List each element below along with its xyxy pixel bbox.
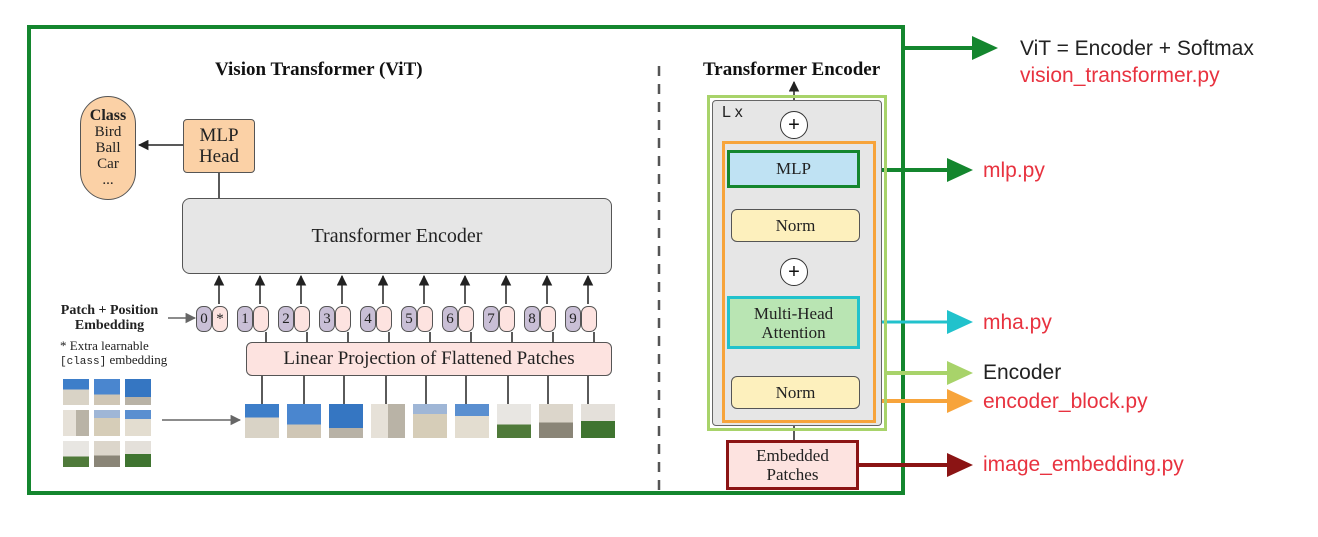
token-patch <box>499 306 515 332</box>
token-class-marker: * <box>212 306 228 332</box>
patch-position-line2: Embedding <box>74 318 145 333</box>
class-item: Ball <box>95 140 121 156</box>
patch-tile <box>329 404 363 438</box>
token-patch <box>581 306 597 332</box>
patch-tile <box>413 404 447 438</box>
token-patch <box>458 306 474 332</box>
patch-tile <box>455 404 489 438</box>
extra-note-class: [class] <box>60 356 107 368</box>
token-position: 4 <box>360 306 376 332</box>
vit-file-label: vision_transformer.py <box>1020 64 1220 87</box>
patch-tile <box>287 404 321 438</box>
token-patch <box>417 306 433 332</box>
embedded-patches-line1: Embedded <box>756 446 829 465</box>
repeat-label: L x <box>722 104 743 121</box>
image-tile <box>94 441 120 467</box>
encoder-block-file-label: encoder_block.py <box>983 390 1148 413</box>
residual-add-top: + <box>780 111 808 139</box>
projection-lines <box>265 332 595 342</box>
image-tile <box>63 410 89 436</box>
vit-frame <box>27 25 905 495</box>
mlp-box: MLP <box>727 150 860 188</box>
token-patch <box>335 306 351 332</box>
token-patch <box>253 306 269 332</box>
embedding-file-label: image_embedding.py <box>983 453 1184 476</box>
patch-tile <box>497 404 531 438</box>
token-position: 7 <box>483 306 499 332</box>
class-item: ... <box>102 172 114 188</box>
token-position: 8 <box>524 306 540 332</box>
flattened-patches-row <box>245 404 615 438</box>
token-position: 2 <box>278 306 294 332</box>
class-title: Class <box>89 107 127 124</box>
extra-note-line1: * Extra learnable <box>60 338 149 353</box>
mha-line1: Multi-Head <box>753 303 834 323</box>
patch-tile <box>245 404 279 438</box>
vit-formula-label: ViT = Encoder + Softmax <box>1020 37 1254 60</box>
mlp-head-line1: MLP <box>199 125 239 146</box>
patch-position-line1: Patch + Position <box>60 303 159 318</box>
image-tile <box>63 441 89 467</box>
residual-add-bottom: + <box>780 258 808 286</box>
embedded-patches-line2: Patches <box>766 465 819 484</box>
image-tile <box>63 379 89 405</box>
extra-note-embedding: embedding <box>106 352 168 367</box>
image-tile <box>94 379 120 405</box>
extra-learnable-note: * Extra learnable [class] embedding <box>60 339 167 369</box>
patch-tile <box>371 404 405 438</box>
token-position: 1 <box>237 306 253 332</box>
token-position-0: 0 <box>196 306 212 332</box>
transformer-encoder-box: Transformer Encoder <box>182 198 612 274</box>
class-item: Bird <box>94 124 122 140</box>
source-image-grid <box>63 379 151 467</box>
image-tile <box>125 379 151 405</box>
token-arrows <box>213 274 594 304</box>
token-position: 6 <box>442 306 458 332</box>
norm-bottom-box: Norm <box>731 376 860 409</box>
image-tile <box>125 441 151 467</box>
token-position: 5 <box>401 306 417 332</box>
token-position: 9 <box>565 306 581 332</box>
image-tile <box>125 410 151 436</box>
patch-tile <box>539 404 573 438</box>
mlp-head-box: MLP Head <box>183 119 255 173</box>
norm-top-box: Norm <box>731 209 860 242</box>
mlp-head-line2: Head <box>198 146 240 167</box>
token-position: 3 <box>319 306 335 332</box>
class-output-box: Class Bird Ball Car ... <box>80 96 136 200</box>
encoder-outline <box>707 95 887 431</box>
multi-head-attention-box: Multi-Head Attention <box>727 296 860 349</box>
vit-title: Vision Transformer (ViT) <box>215 59 423 80</box>
mha-file-label: mha.py <box>983 311 1052 334</box>
patch-position-label: Patch + Position Embedding <box>52 303 167 333</box>
encoder-block-outline <box>722 141 876 423</box>
patch-tile <box>581 404 615 438</box>
class-item: Car <box>97 156 119 172</box>
encoder-title: Transformer Encoder <box>703 59 881 80</box>
image-tile <box>94 410 120 436</box>
token-patch <box>294 306 310 332</box>
mha-line2: Attention <box>761 322 826 342</box>
linear-projection-box: Linear Projection of Flattened Patches <box>246 342 612 376</box>
embedded-patches-box: Embedded Patches <box>726 440 859 490</box>
patch-lines <box>261 376 589 404</box>
encoder-label: Encoder <box>983 361 1062 384</box>
token-patch <box>376 306 392 332</box>
mlp-file-label: mlp.py <box>983 159 1045 182</box>
token-patch <box>540 306 556 332</box>
